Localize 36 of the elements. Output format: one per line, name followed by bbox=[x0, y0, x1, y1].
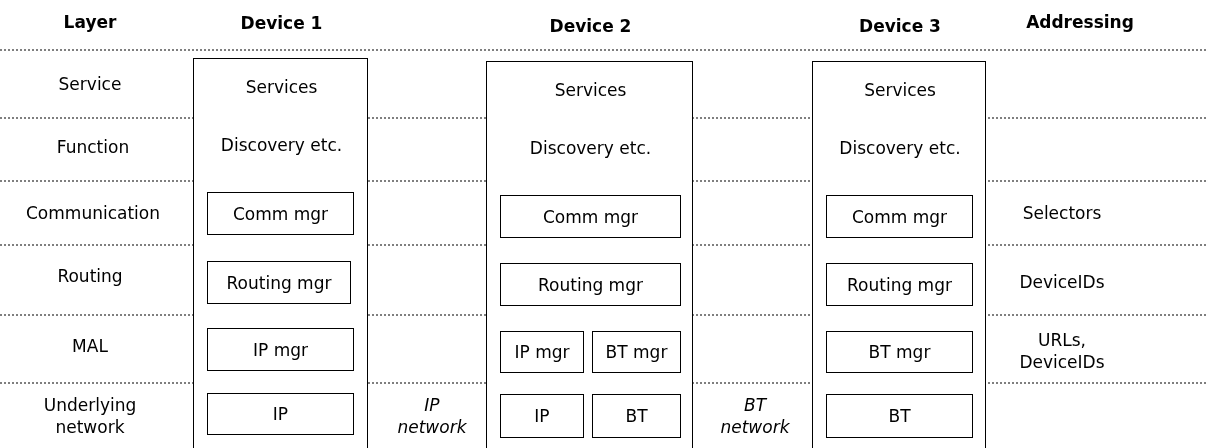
header-text: Addressing bbox=[1025, 10, 1135, 34]
function-text: Discovery etc. bbox=[219, 133, 344, 157]
function-text: Discovery etc. bbox=[838, 136, 962, 160]
addressing-text: URLs, DeviceIDs bbox=[1018, 328, 1106, 374]
function-text: Discovery etc. bbox=[528, 136, 653, 160]
module-box: BT mgr bbox=[592, 331, 681, 373]
module-box: IP mgr bbox=[207, 328, 354, 371]
layer-name: Function bbox=[55, 135, 131, 159]
module-box: IP mgr bbox=[500, 331, 584, 373]
module-box: Comm mgr bbox=[826, 195, 973, 238]
module-box: Comm mgr bbox=[500, 195, 681, 238]
layer-name: Underlying network bbox=[42, 393, 138, 439]
module-box: Routing mgr bbox=[826, 263, 973, 306]
module-box: BT mgr bbox=[826, 331, 973, 373]
module-box: Routing mgr bbox=[207, 261, 351, 304]
module-box: IP bbox=[500, 394, 584, 438]
layer-name: Service bbox=[57, 72, 123, 96]
service-text: Services bbox=[863, 78, 937, 102]
module-box: BT bbox=[592, 394, 681, 438]
addressing-text: Selectors bbox=[1021, 201, 1103, 225]
service-text: Services bbox=[244, 75, 319, 99]
network-label: BT network bbox=[719, 393, 791, 439]
layer-name: Routing bbox=[56, 264, 124, 288]
layer-name: Communication bbox=[25, 201, 161, 225]
header-text: Layer bbox=[62, 10, 118, 34]
addressing-text: DeviceIDs bbox=[1018, 270, 1106, 294]
module-box: IP bbox=[207, 393, 354, 435]
layer-name: MAL bbox=[71, 334, 109, 358]
module-box: Routing mgr bbox=[500, 263, 681, 306]
service-text: Services bbox=[553, 78, 628, 102]
module-box: BT bbox=[826, 394, 973, 438]
network-label: IP network bbox=[396, 393, 468, 439]
module-box: Comm mgr bbox=[207, 192, 354, 235]
device-heading: Device 2 bbox=[548, 14, 633, 38]
device-heading: Device 3 bbox=[858, 14, 942, 38]
device-heading: Device 1 bbox=[239, 11, 324, 35]
